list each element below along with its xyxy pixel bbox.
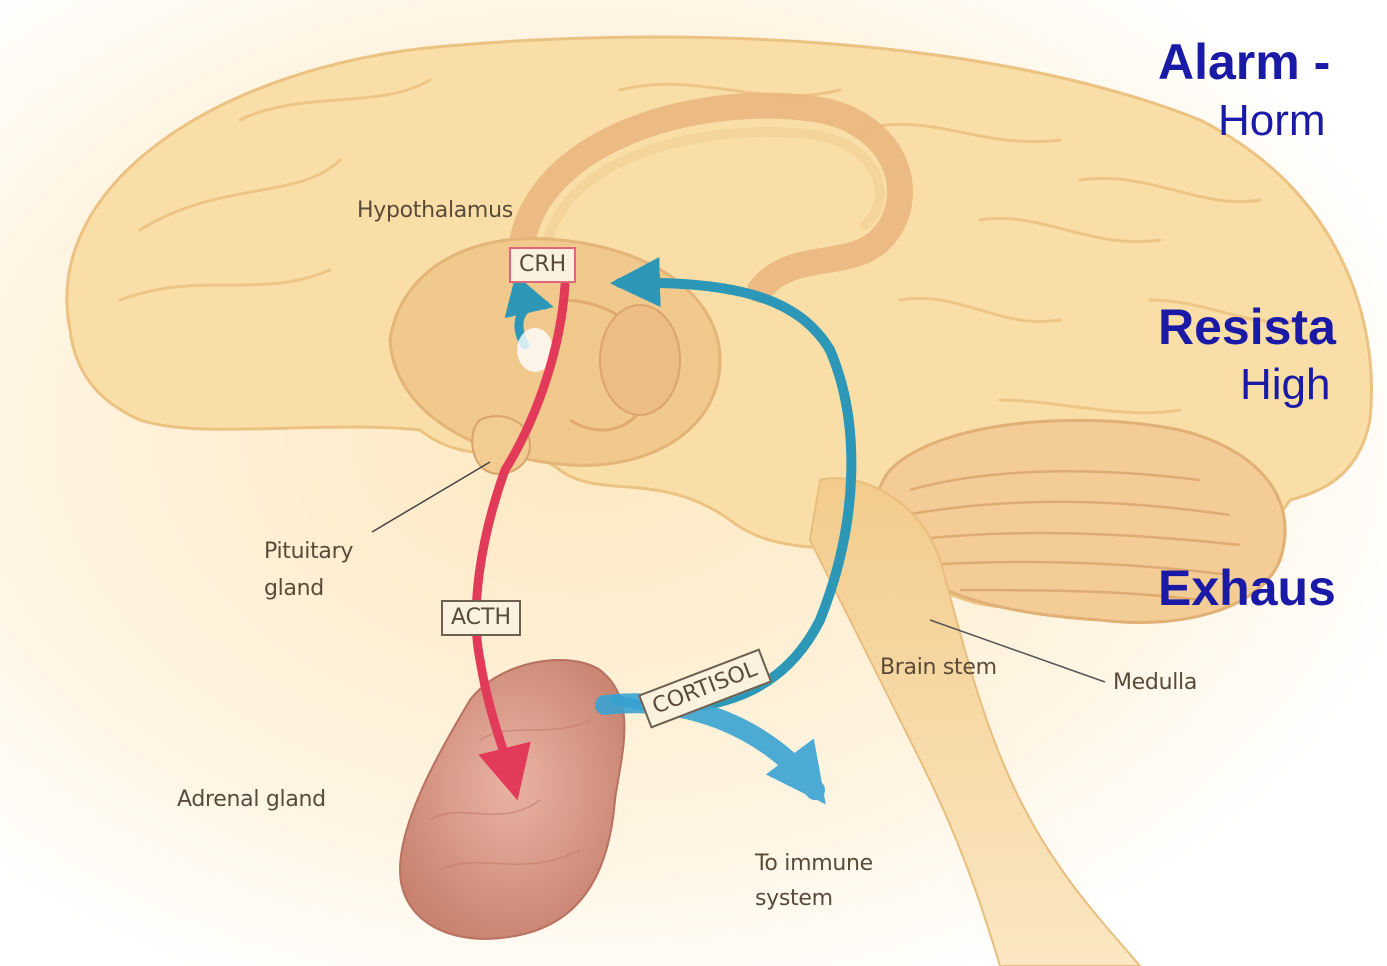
alarm-stage-subtext: Horm [1218, 99, 1326, 143]
immune-system-label-line2: system [755, 884, 833, 914]
pituitary-label-line1: Pituitary [264, 537, 353, 567]
resistance-stage-heading: Resista [1158, 302, 1336, 352]
crh-label: CRH [509, 247, 576, 283]
brain-stem-label: Brain stem [880, 653, 997, 683]
adrenal-gland-label: Adrenal gland [177, 785, 326, 815]
exhaustion-stage-heading: Exhaus [1158, 563, 1336, 613]
resistance-stage-subtext: High [1240, 363, 1331, 407]
acth-label: ACTH [441, 600, 521, 636]
hypothalamus-label: Hypothalamus [357, 196, 513, 226]
immune-system-label-line1: To immune [755, 849, 873, 879]
alarm-stage-heading: Alarm - [1158, 37, 1330, 87]
medulla-label: Medulla [1113, 668, 1197, 698]
pituitary-label-line2: gland [264, 574, 324, 604]
